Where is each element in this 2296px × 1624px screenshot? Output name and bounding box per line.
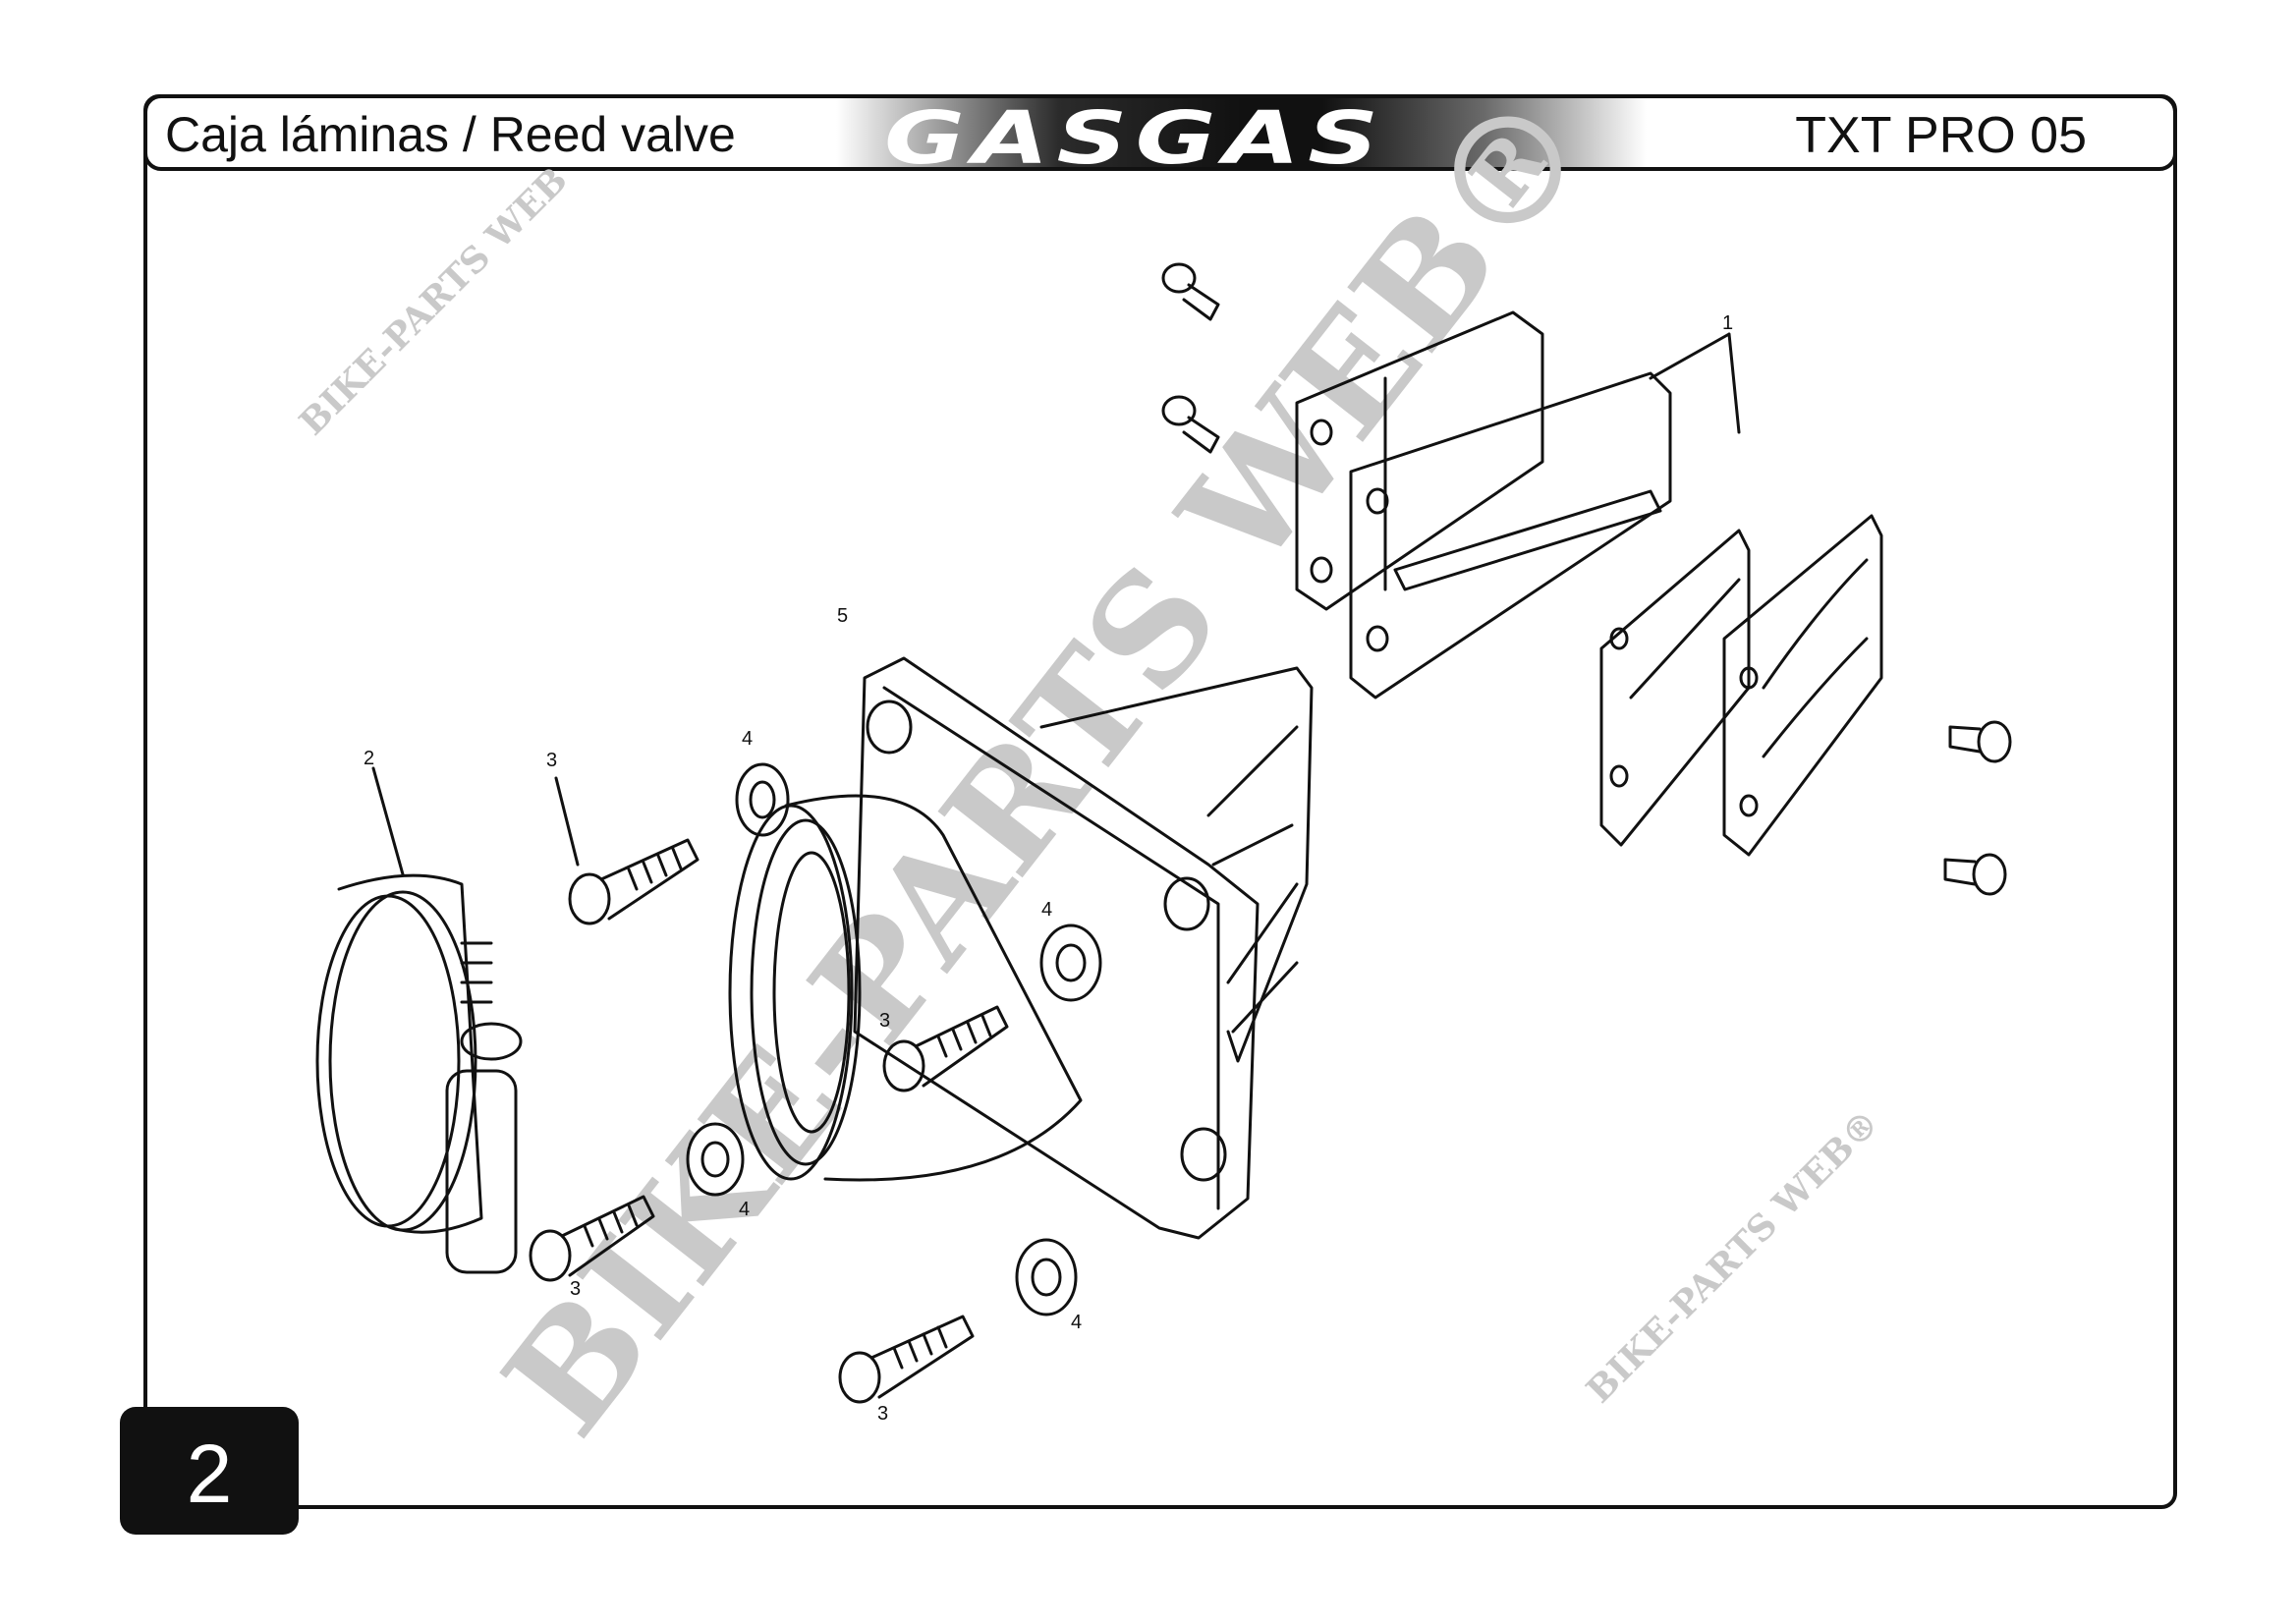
callout-4c: 4 — [739, 1199, 750, 1220]
watermark-small-top: BIKE-PARTS WEB — [292, 159, 576, 443]
reed-stopper — [1599, 529, 1751, 847]
callout-4a: 4 — [742, 728, 753, 750]
watermark-small-bottom: BIKE-PARTS WEB® — [1579, 1102, 1888, 1412]
screw-right-2 — [1943, 853, 2007, 896]
washer-4b — [1039, 924, 1102, 1002]
washer-4a — [735, 762, 790, 837]
reed-plate-front — [1349, 371, 1672, 700]
callout-4d: 4 — [1071, 1312, 1082, 1333]
washer-4d — [1015, 1238, 1078, 1316]
reed-petal — [1722, 514, 1883, 857]
reed-valve-body — [728, 656, 1314, 1240]
watermark-large: BIKE-PARTS WEB® — [472, 60, 1623, 1466]
leader-2 — [371, 766, 405, 876]
header-bar: Caja láminas / Reed valve GASGAS TXT PRO… — [143, 94, 2177, 171]
model-name: TXT PRO 05 — [1795, 107, 2087, 164]
brand-logo: GASGAS — [884, 96, 1387, 171]
bolt-3c — [529, 1195, 655, 1282]
callout-1: 1 — [1722, 312, 1733, 334]
callout-3a: 3 — [546, 750, 557, 771]
callout-2: 2 — [364, 748, 374, 769]
callout-3c: 3 — [570, 1278, 581, 1300]
bolt-3d — [838, 1315, 975, 1404]
page-number-tab — [120, 1407, 299, 1535]
callout-3d: 3 — [877, 1403, 888, 1425]
page-title: Caja láminas / Reed valve — [165, 107, 736, 162]
callout-4b: 4 — [1041, 899, 1052, 921]
page-number: 2 — [186, 1428, 233, 1520]
washer-4c — [686, 1122, 745, 1197]
callout-5: 5 — [837, 605, 848, 627]
screw-top-2 — [1161, 395, 1220, 454]
reed-plate-back — [1295, 310, 1544, 611]
leader-1 — [1649, 332, 1741, 434]
screw-right-1 — [1948, 720, 2012, 763]
hose-clamp-part — [315, 873, 523, 1274]
callout-3b: 3 — [879, 1010, 890, 1032]
screw-top-1 — [1161, 262, 1220, 321]
bolt-3a — [568, 838, 700, 925]
bolt-3b — [882, 1005, 1009, 1092]
leader-3 — [554, 776, 580, 867]
